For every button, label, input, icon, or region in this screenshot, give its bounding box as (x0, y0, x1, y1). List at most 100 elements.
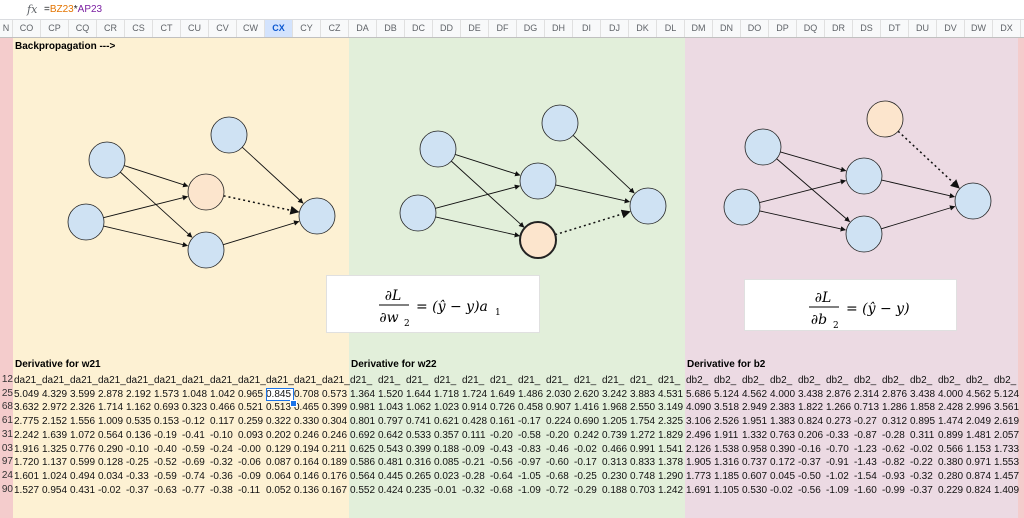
column-header-cz[interactable]: CZ (321, 20, 349, 37)
table-cell[interactable]: -0.37 (126, 484, 149, 496)
table-cell[interactable]: -0.20 (490, 429, 513, 441)
table-cell[interactable]: 0.513 (266, 402, 292, 414)
table-cell[interactable]: -0.91 (826, 457, 849, 469)
table-cell[interactable]: 1.105 (714, 484, 740, 496)
row-number[interactable]: 97 (1, 456, 13, 468)
table-cell[interactable]: 1.720 (14, 457, 40, 469)
table-cell[interactable]: 0.161 (490, 416, 516, 428)
table-cell[interactable]: 2.876 (826, 388, 852, 400)
table-cell[interactable]: -0.17 (518, 416, 541, 428)
column-header-n[interactable]: N (0, 20, 13, 37)
table-cell[interactable]: 1.754 (630, 416, 656, 428)
table-cell[interactable]: 0.172 (770, 457, 796, 469)
table-cell[interactable]: 0.188 (434, 443, 460, 455)
table-cell[interactable]: 0.466 (602, 443, 628, 455)
table-cell[interactable]: -0.72 (546, 484, 569, 496)
table-cell[interactable]: -1.43 (854, 457, 877, 469)
header-cell[interactable]: d21_ (658, 375, 681, 386)
table-cell[interactable]: -0.22 (910, 457, 933, 469)
table-cell[interactable]: 1.858 (910, 402, 936, 414)
table-cell[interactable]: 0.087 (266, 457, 292, 469)
table-cell[interactable]: 2.325 (658, 416, 684, 428)
table-cell[interactable]: 0.093 (238, 429, 264, 441)
table-cell[interactable]: 1.266 (826, 402, 852, 414)
table-cell[interactable]: -0.29 (574, 484, 597, 496)
table-cell[interactable]: 0.064 (266, 470, 292, 482)
table-cell[interactable]: 2.030 (546, 388, 572, 400)
table-cell[interactable]: 2.126 (686, 443, 712, 455)
header-cell[interactable]: da21_ (154, 375, 182, 386)
table-cell[interactable]: 1.527 (14, 484, 40, 496)
column-header-di[interactable]: DI (573, 20, 601, 37)
table-cell[interactable]: -1.09 (518, 484, 541, 496)
table-cell[interactable]: 0.692 (350, 429, 376, 441)
header-cell[interactable]: db2_ (938, 375, 961, 386)
table-cell[interactable]: 0.776 (70, 443, 96, 455)
table-cell[interactable]: 1.378 (658, 457, 684, 469)
column-header-dl[interactable]: DL (657, 20, 685, 37)
table-cell[interactable]: 0.034 (98, 470, 124, 482)
table-cell[interactable]: 1.205 (602, 416, 628, 428)
column-header-cx[interactable]: CX (265, 20, 293, 37)
table-cell[interactable]: 0.211 (322, 443, 347, 455)
header-cell[interactable]: da21_ (182, 375, 210, 386)
table-cell[interactable]: 1.009 (98, 416, 124, 428)
header-cell[interactable]: da21_ (70, 375, 98, 386)
column-header-cr[interactable]: CR (97, 20, 125, 37)
table-cell[interactable]: 0.621 (434, 416, 460, 428)
table-cell[interactable]: 5.124 (994, 388, 1020, 400)
table-cell[interactable]: 0.726 (490, 402, 516, 414)
table-cell[interactable]: 1.409 (994, 484, 1020, 496)
formula-bar[interactable]: fx =BZ23*AP23 (0, 0, 1024, 20)
table-cell[interactable]: 2.878 (98, 388, 124, 400)
table-cell[interactable]: -0.02 (98, 484, 121, 496)
table-cell[interactable]: -0.02 (574, 443, 597, 455)
table-cell[interactable]: 2.619 (994, 416, 1020, 428)
column-header-dq[interactable]: DQ (797, 20, 825, 37)
table-cell[interactable]: 4.000 (770, 388, 796, 400)
table-cell[interactable]: 2.550 (630, 402, 656, 414)
header-cell[interactable]: d21_ (406, 375, 429, 386)
table-cell[interactable]: -0.83 (518, 443, 541, 455)
table-cell[interactable]: 0.194 (294, 443, 320, 455)
table-cell[interactable]: -0.40 (154, 443, 177, 455)
table-cell[interactable]: 0.693 (154, 402, 180, 414)
table-cell[interactable]: 0.380 (938, 457, 964, 469)
header-cell[interactable]: db2_ (882, 375, 905, 386)
table-cell[interactable]: -0.99 (882, 484, 905, 496)
table-cell[interactable]: 5.124 (714, 388, 740, 400)
table-cell[interactable]: 0.739 (602, 429, 628, 441)
table-cell[interactable]: 1.072 (70, 429, 96, 441)
table-cell[interactable]: 1.024 (42, 470, 68, 482)
table-cell[interactable]: -0.33 (826, 429, 849, 441)
table-cell[interactable]: -1.09 (826, 484, 849, 496)
table-cell[interactable]: 1.286 (882, 402, 908, 414)
column-header-dc[interactable]: DC (405, 20, 433, 37)
table-cell[interactable]: 0.737 (742, 457, 768, 469)
table-cell[interactable]: 0.164 (294, 457, 320, 469)
table-cell[interactable]: 0.566 (938, 443, 964, 455)
table-cell[interactable]: 0.129 (266, 443, 292, 455)
table-cell[interactable]: 0.481 (378, 457, 404, 469)
table-cell[interactable]: 0.111 (462, 429, 486, 441)
formula-text[interactable]: =BZ23*AP23 (44, 4, 103, 15)
table-cell[interactable]: 1.541 (658, 443, 684, 455)
column-header-dk[interactable]: DK (629, 20, 657, 37)
table-cell[interactable]: 0.322 (266, 416, 292, 428)
table-cell[interactable]: 3.561 (994, 402, 1020, 414)
header-cell[interactable]: db2_ (910, 375, 933, 386)
table-cell[interactable]: 0.954 (42, 484, 68, 496)
table-cell[interactable]: 3.242 (602, 388, 628, 400)
table-cell[interactable]: 4.531 (658, 388, 684, 400)
table-cell[interactable]: 1.042 (210, 388, 236, 400)
table-cell[interactable]: 1.916 (14, 443, 40, 455)
column-header-dh[interactable]: DH (545, 20, 573, 37)
table-cell[interactable]: 0.535 (126, 416, 152, 428)
table-cell[interactable]: 0.259 (238, 416, 264, 428)
table-cell[interactable]: -0.37 (798, 457, 821, 469)
table-cell[interactable]: 1.520 (378, 388, 404, 400)
table-cell[interactable]: 0.521 (238, 402, 264, 414)
table-cell[interactable]: -0.27 (854, 416, 877, 428)
table-cell[interactable]: 0.703 (630, 484, 656, 496)
table-cell[interactable]: 0.599 (70, 457, 96, 469)
